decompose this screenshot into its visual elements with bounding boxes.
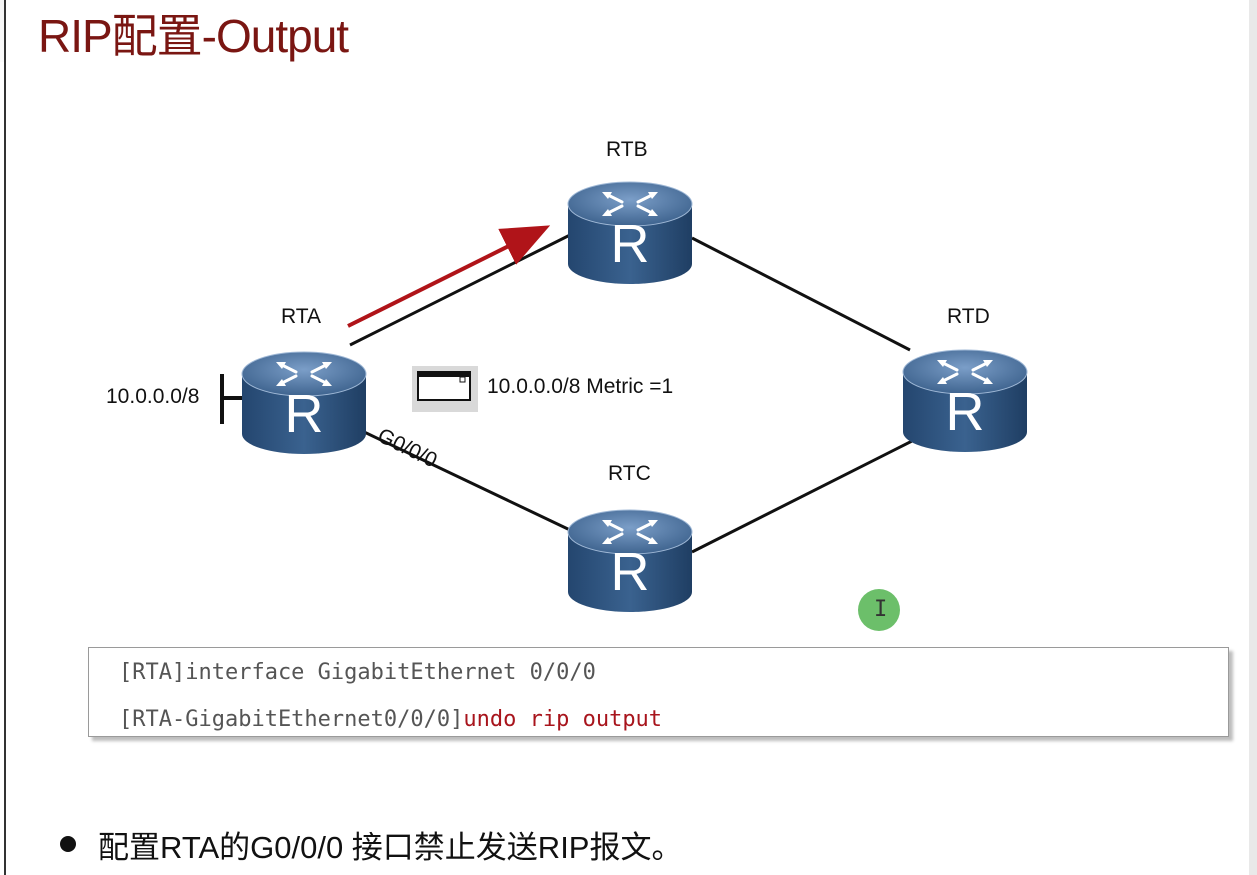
router-label-rta: RTA [281, 305, 322, 328]
update-label: 10.0.0.0/8 Metric =1 [487, 375, 674, 398]
command-box: [RTA]interface GigabitEthernet 0/0/0 [RT… [88, 647, 1229, 737]
router-icon-rtb [566, 180, 694, 286]
bullet-text: 配置RTA的G0/0/0 接口禁止发送RIP报文。 [98, 830, 683, 865]
router-icon-rta [240, 350, 368, 456]
network-diagram: R [220, 180, 1029, 614]
command-line-2: [RTA-GigabitEthernet0/0/0]undo rip outpu… [119, 707, 662, 732]
update-arrow [347, 225, 551, 328]
router-label-rtc: RTC [608, 462, 651, 485]
link-rtc-rtd [691, 436, 919, 554]
command-undo-rip-output: undo rip output [463, 707, 663, 732]
bullet-dot-icon [60, 836, 76, 852]
router-label-rtd: RTD [947, 305, 990, 328]
command-prompt: [RTA-GigabitEthernet0/0/0] [119, 707, 464, 732]
slide-title: RIP配置-Output [38, 10, 349, 62]
scrollbar[interactable] [1249, 0, 1257, 875]
router-label-rtb: RTB [606, 138, 648, 161]
link-rtb-rtd [691, 236, 911, 352]
text-cursor-icon [858, 589, 900, 631]
router-icon-rtc [566, 508, 694, 614]
router-icon-rtd [901, 348, 1029, 454]
link-rta-rtb [349, 233, 571, 347]
link-rta-rtc [359, 428, 571, 532]
command-line-1: [RTA]interface GigabitEthernet 0/0/0 [119, 660, 596, 685]
network-label: 10.0.0.0/8 [106, 385, 200, 408]
packet-icon [412, 366, 478, 412]
text-cursor-glyph: I [874, 597, 888, 622]
